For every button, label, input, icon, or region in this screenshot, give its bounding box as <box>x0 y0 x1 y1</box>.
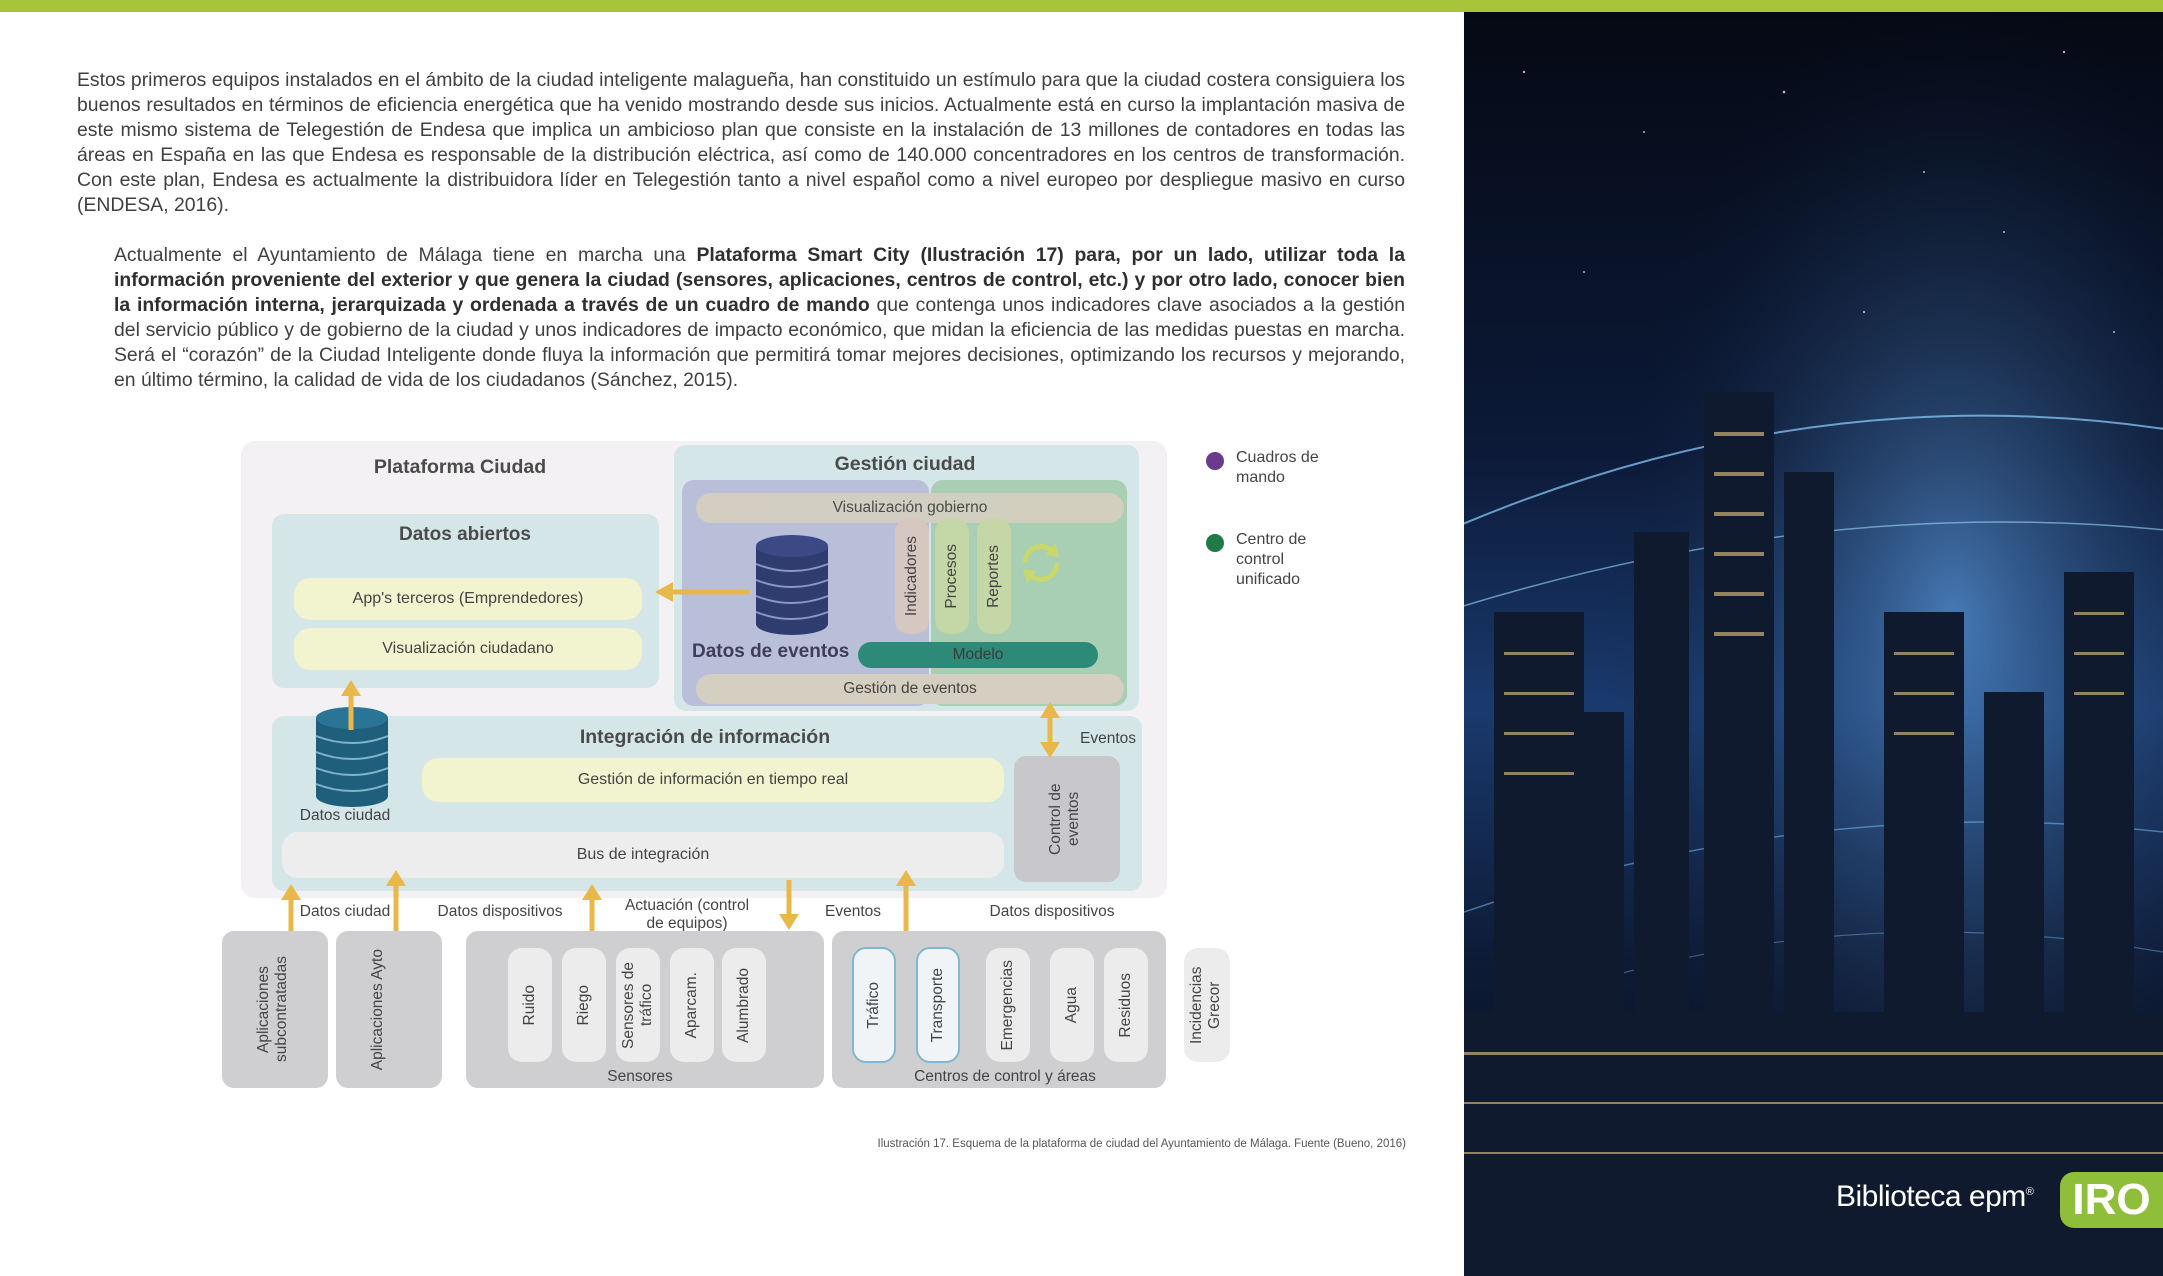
incidencias-grecor-label: Incidencias Grecor <box>1188 948 1226 1062</box>
visualizacion-ciudadano-pill: Visualización ciudadano <box>294 628 642 670</box>
legend-cuadros-mando-swatch <box>1206 452 1224 470</box>
arrow-down-actuacion <box>779 880 799 930</box>
arrow-eventos-bidirectional <box>1040 702 1060 758</box>
brand-registered-mark: ® <box>2026 1186 2034 1198</box>
sensor-aparcam-label: Aparcam. <box>683 972 701 1038</box>
centro-transporte-label: Transporte <box>929 968 947 1042</box>
centro-residuos: Residuos <box>1104 948 1148 1062</box>
arrow-up-to-datos-abiertos <box>341 680 361 730</box>
datos-abiertos-title: Datos abiertos <box>330 524 600 546</box>
sensor-riego: Riego <box>562 948 606 1062</box>
refresh-cycle-icon <box>1013 535 1069 591</box>
centro-trafico: Tráfico <box>852 947 896 1063</box>
apps-terceros-pill: App's terceros (Emprendedores) <box>294 578 642 620</box>
sensor-trafico-label: Sensores de tráfico <box>620 948 656 1062</box>
gestion-eventos-pill: Gestión de eventos <box>696 674 1124 704</box>
reportes-label: Reportes <box>985 545 1003 608</box>
datos-eventos-database-icon <box>754 532 830 636</box>
indicadores-pill: Indicadores <box>895 518 929 634</box>
sensor-alumbrado-label: Alumbrado <box>735 968 753 1043</box>
centro-emergencias-label: Emergencias <box>999 960 1017 1050</box>
arrow-up-sensores <box>582 884 602 934</box>
centros-label: Centros de control y áreas <box>890 1068 1120 1086</box>
centro-emergencias: Emergencias <box>986 948 1030 1062</box>
legend-centro-control-swatch <box>1206 534 1224 552</box>
reportes-pill: Reportes <box>977 518 1011 634</box>
centro-agua: Agua <box>1050 948 1094 1062</box>
eventos-label: Eventos <box>1076 730 1140 748</box>
flow-label-datos-dispositivos-2: Datos dispositivos <box>982 903 1122 921</box>
sensor-ruido-label: Ruido <box>521 985 539 1026</box>
paragraph-smart-city: Actualmente el Ayuntamiento de Málaga ti… <box>114 243 1405 393</box>
control-eventos-label: Control de eventos <box>1047 756 1087 882</box>
aplicaciones-subcontratadas-box: Aplicaciones subcontratadas <box>222 931 328 1088</box>
centro-transporte: Transporte <box>916 947 960 1063</box>
datos-ciudad-db-label: Datos ciudad <box>290 807 400 825</box>
control-eventos-box: Control de eventos <box>1014 756 1120 882</box>
iro-badge: IRO <box>2060 1172 2163 1228</box>
sensor-alumbrado: Alumbrado <box>722 948 766 1062</box>
incidencias-grecor-box: Incidencias Grecor <box>1184 948 1230 1062</box>
sensor-aparcam: Aparcam. <box>670 948 714 1062</box>
top-accent-bar <box>0 0 2163 12</box>
arrow-up-ayto <box>386 870 406 934</box>
arrow-up-centros <box>896 870 916 934</box>
flow-label-datos-dispositivos: Datos dispositivos <box>430 903 570 921</box>
paragraph-smart-city-intro: Actualmente el Ayuntamiento de Málaga ti… <box>114 244 696 266</box>
arrow-to-datos-abiertos <box>655 582 750 602</box>
legend-cuadros-mando-label: Cuadros de mando <box>1236 448 1326 488</box>
aplicaciones-subcontratadas-label: Aplicaciones subcontratadas <box>255 931 295 1088</box>
procesos-label: Procesos <box>943 544 961 609</box>
centro-agua-label: Agua <box>1063 987 1081 1023</box>
integracion-title: Integración de información <box>550 726 860 749</box>
paragraph-endesa: Estos primeros equipos instalados en el … <box>77 68 1405 218</box>
plataforma-ciudad-title: Plataforma Ciudad <box>340 456 580 479</box>
sensor-trafico: Sensores de tráfico <box>616 948 660 1062</box>
centro-residuos-label: Residuos <box>1117 973 1135 1038</box>
modelo-pill: Modelo <box>858 642 1098 668</box>
flow-label-actuacion: Actuación (control de equipos) <box>620 897 754 933</box>
legend-centro-control-label: Centro de control unificado <box>1236 530 1316 590</box>
aplicaciones-ayto-label: Aplicaciones Ayto <box>369 949 409 1070</box>
gestion-tiempo-real-pill: Gestión de información en tiempo real <box>422 758 1004 802</box>
procesos-pill: Procesos <box>935 518 969 634</box>
centro-trafico-label: Tráfico <box>865 982 883 1029</box>
biblioteca-epm-logo: Biblioteca epm® <box>1836 1180 2033 1214</box>
city-skyline-image <box>1464 12 2163 1276</box>
aplicaciones-ayto-box: Aplicaciones Ayto <box>336 931 442 1088</box>
gestion-ciudad-title: Gestión ciudad <box>780 453 1030 476</box>
sensor-ruido: Ruido <box>508 948 552 1062</box>
city-night-photo <box>1464 12 2163 1276</box>
flow-label-datos-ciudad: Datos ciudad <box>295 903 395 921</box>
figure-caption: Ilustración 17. Esquema de la plataforma… <box>760 1138 1406 1150</box>
brand-name: Biblioteca epm <box>1836 1180 2026 1213</box>
datos-eventos-title: Datos de eventos <box>692 641 862 663</box>
indicadores-label: Indicadores <box>903 536 921 616</box>
flow-label-eventos: Eventos <box>818 903 888 921</box>
sensor-riego-label: Riego <box>575 985 593 1026</box>
sensores-label: Sensores <box>570 1068 710 1086</box>
